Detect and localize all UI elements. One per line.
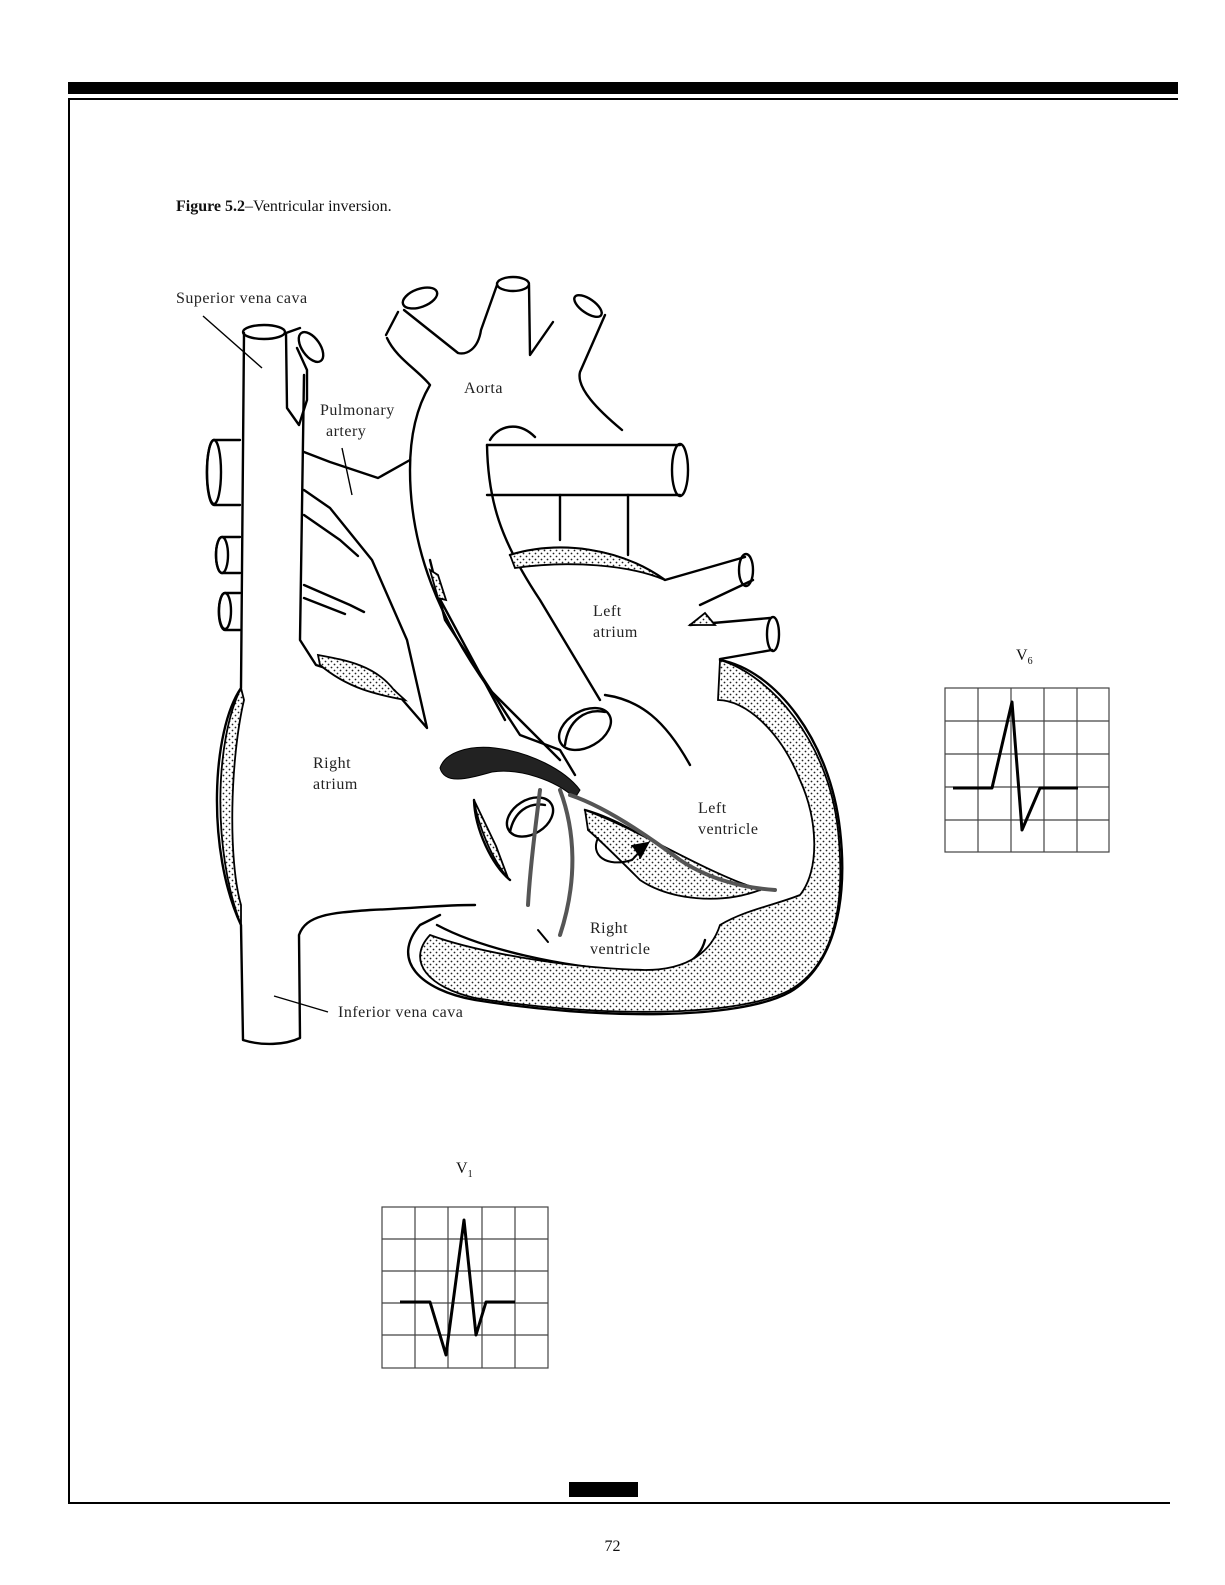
stipple-left-atrium-floor: [510, 548, 665, 580]
leader-ivc: [274, 996, 328, 1012]
label-aorta: Aorta: [464, 378, 503, 399]
stipple-small-2: [690, 613, 715, 625]
stipple-pulmonary-root: [318, 655, 405, 700]
label-right-ventricle-line2: ventricle: [590, 939, 650, 960]
valve-ellipse-upper: [552, 699, 618, 758]
label-pulmonary-line1: Pulmonary: [320, 400, 395, 421]
leader-pulmonary: [342, 448, 352, 495]
label-right-atrium-line1: Right: [313, 753, 351, 774]
leader-svc: [203, 316, 262, 368]
ecg-v1-label: V1: [456, 1160, 473, 1180]
ecg-v1-lead: V: [456, 1160, 468, 1177]
svc-opening: [243, 325, 285, 339]
stipple-right-atrium-wall: [220, 688, 244, 925]
label-left-ventricle-line1: Left: [698, 798, 727, 819]
page-number: 72: [0, 1538, 1225, 1556]
label-right-ventricle-line1: Right: [590, 918, 628, 939]
label-left-ventricle-line2: ventricle: [698, 819, 758, 840]
pulmonary-veins-left: [207, 440, 240, 630]
label-inferior-vena-cava: Inferior vena cava: [338, 1002, 463, 1023]
ecg-v1-sub: 1: [468, 1169, 473, 1180]
label-left-atrium-line1: Left: [593, 601, 622, 622]
label-superior-vena-cava: Superior vena cava: [176, 288, 308, 309]
stipple-valve-lower: [474, 800, 508, 878]
valve-ellipse-lower: [500, 789, 560, 844]
ecg-v6-label: V6: [1016, 647, 1033, 667]
ecg-v6-sub: 6: [1028, 656, 1033, 667]
label-left-atrium-line2: atrium: [593, 622, 638, 643]
right-pulmonary-artery: [490, 427, 535, 440]
label-right-atrium-line2: atrium: [313, 774, 358, 795]
label-pulmonary-line2: artery: [326, 421, 366, 442]
ecg-v6-grid: [945, 688, 1109, 852]
ecg-v6-lead: V: [1016, 647, 1028, 664]
